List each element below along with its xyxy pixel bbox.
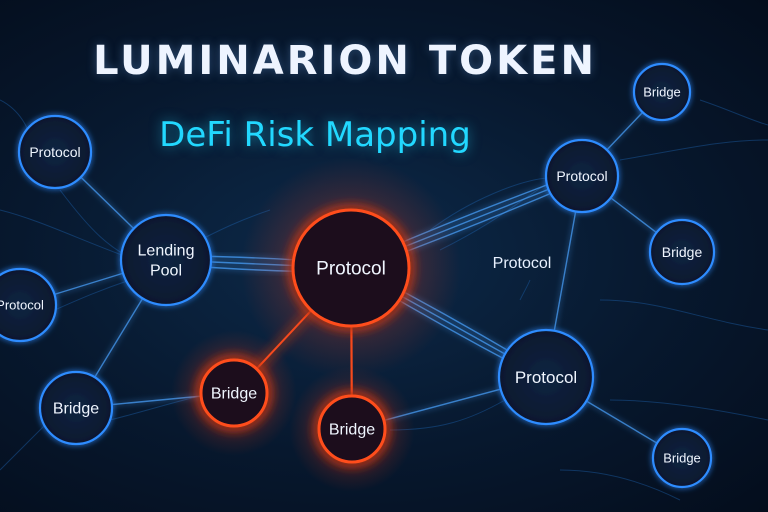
node-label: Protocol (316, 259, 386, 280)
node-circle (291, 208, 411, 328)
node-label: Bridge (663, 451, 701, 466)
node-circle (199, 358, 269, 428)
node-circle (38, 370, 114, 446)
floating-protocol-label: Protocol (492, 255, 552, 272)
node-protocol-lower-right: Protocol (497, 328, 595, 426)
node-circle (317, 394, 387, 464)
node-label: Bridge (329, 422, 375, 439)
node-protocol-top-left: Protocol (17, 114, 93, 190)
node-protocol-center: Protocol (240, 157, 462, 379)
node-protocol-left: Protocol (0, 267, 58, 343)
node-circle (651, 427, 713, 489)
node-bridge-right: Bridge (648, 218, 716, 286)
diagram-title: LUMINARION TOKEN (93, 38, 597, 84)
node-label: Bridge (53, 401, 99, 418)
node-label: Bridge (662, 244, 703, 260)
node-layer: ProtocolLendingPoolProtocolBridgeProtoco… (0, 62, 716, 492)
node-circle (632, 62, 692, 122)
node-bridge-left: Bridge (38, 370, 114, 446)
node-circle (648, 218, 716, 286)
node-bridge-bottom-right: Bridge (651, 427, 713, 489)
node-label: Lending (138, 243, 195, 260)
node-label: Protocol (556, 168, 607, 184)
diagram-subtitle: DeFi Risk Mapping (159, 115, 471, 155)
node-circle (544, 138, 620, 214)
node-circle (119, 213, 213, 307)
node-label: Bridge (643, 85, 681, 100)
node-circle (0, 267, 58, 343)
node-label: Bridge (211, 386, 257, 403)
node-bridge-center-bottom: Bridge (289, 366, 415, 492)
node-label: Pool (150, 263, 182, 280)
node-bridge-top-right: Bridge (632, 62, 692, 122)
node-label: Protocol (515, 368, 577, 387)
node-label: Protocol (29, 144, 80, 160)
node-bridge-center-left: Bridge (171, 330, 297, 456)
node-circle (17, 114, 93, 190)
node-circle (497, 328, 595, 426)
node-label: Protocol (0, 298, 44, 313)
node-protocol-upper-right: Protocol (544, 138, 620, 214)
